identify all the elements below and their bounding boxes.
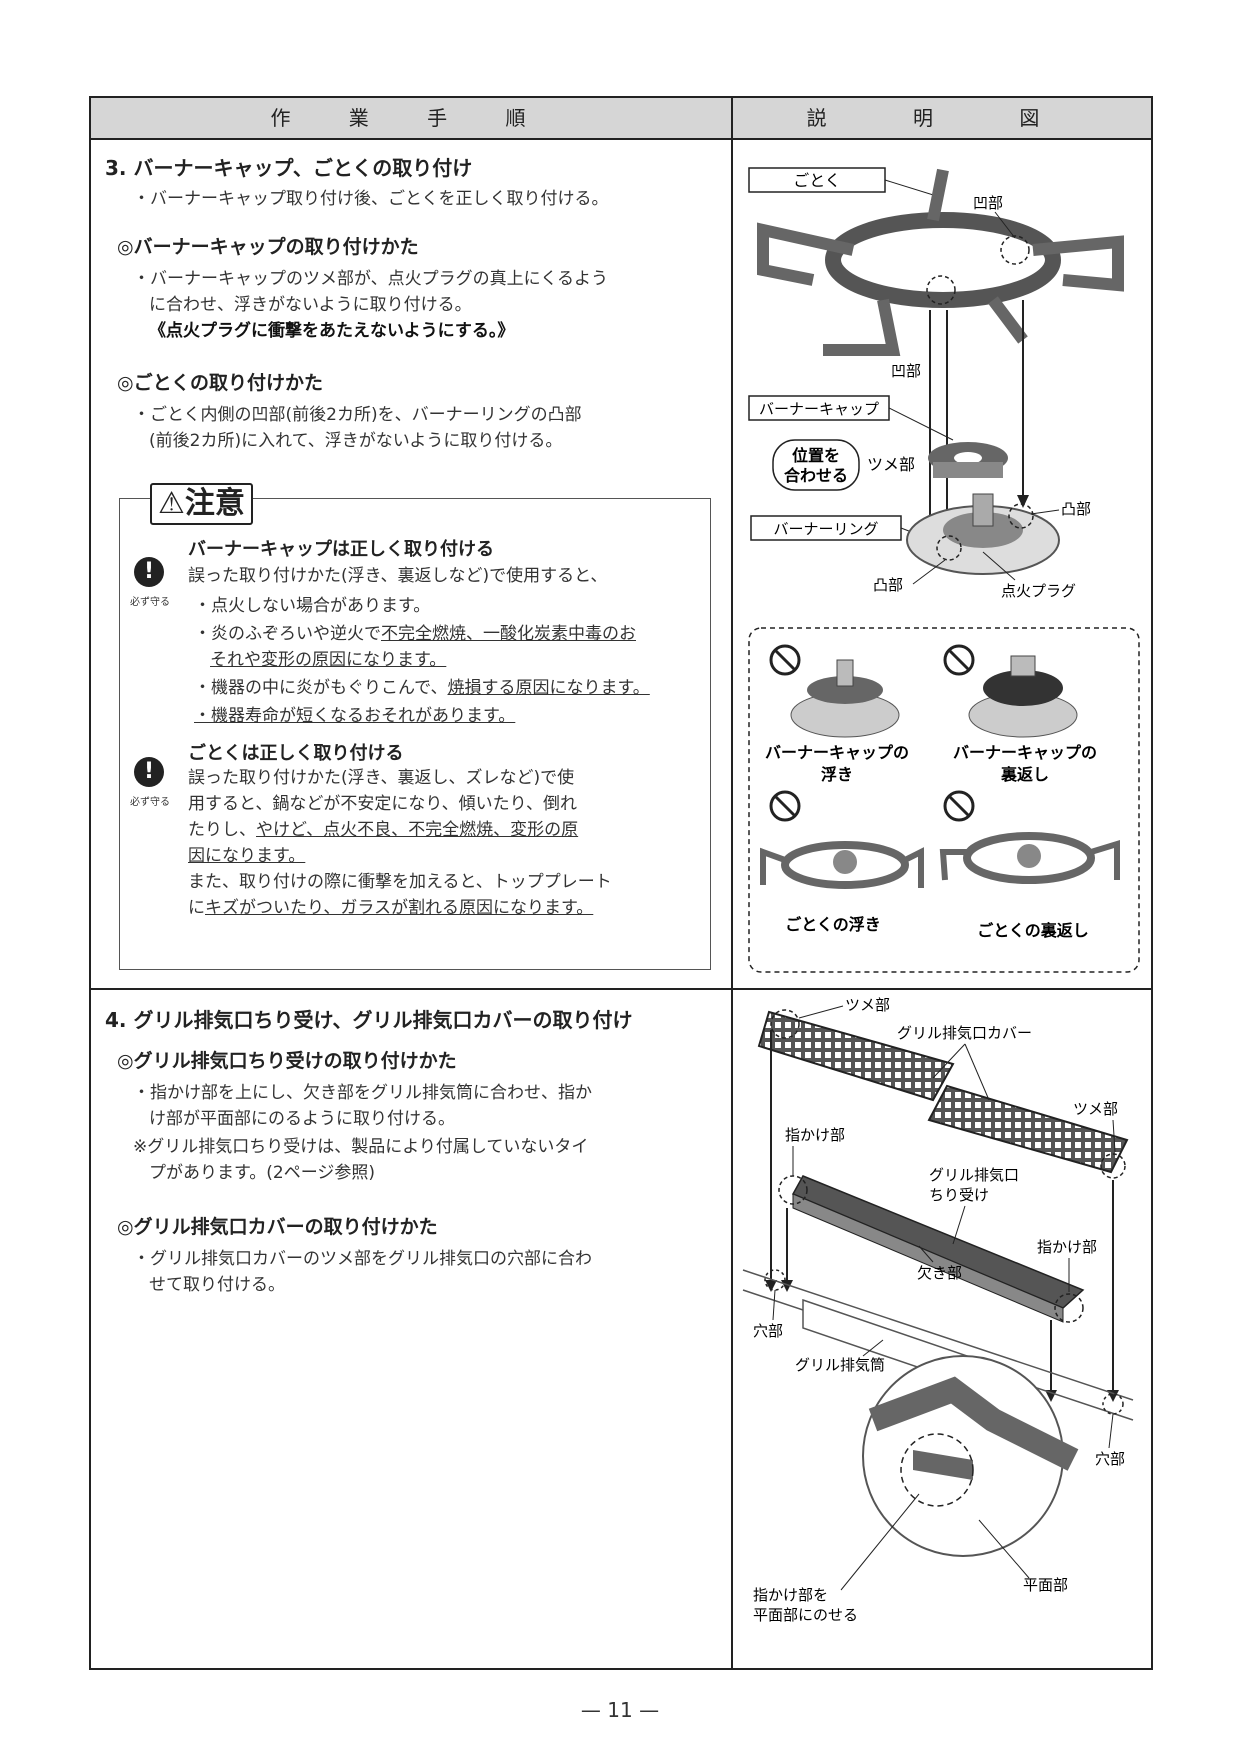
table-header: 作 業 手 順 説 明 図 <box>91 98 1151 140</box>
label-tsume: ツメ部 <box>867 455 915 474</box>
label-kaki: 欠き部 <box>917 1264 962 1282</box>
label-plug: 点火プラグ <box>1001 582 1076 600</box>
wrong-gotoku-upside-down <box>939 790 1120 884</box>
label-chiri-2: ちり受け <box>929 1186 989 1204</box>
label-wrong4: ごとくの裏返し <box>977 921 1089 940</box>
wrong-cap-float <box>769 644 900 738</box>
caution2-line2: 用すると、鍋などが不安定になり、傾いたり、倒れ <box>188 794 577 814</box>
label-place-1: 指かけ部を <box>753 1586 828 1604</box>
label-cover: グリル排気口カバー <box>897 1024 1032 1042</box>
prohibited-icon <box>769 644 801 676</box>
page-number: — 11 — <box>580 1698 660 1722</box>
label-tsume-top: ツメ部 <box>845 996 890 1014</box>
wrong-cap-upside-down <box>943 644 1078 738</box>
caution1-heading: バーナーキャップは正しく取り付ける <box>188 539 494 560</box>
cap-heading: ◎バーナーキャップの取り付けかた <box>117 236 419 258</box>
label-gotoku: ごとく <box>793 171 841 190</box>
cap-line-2: に合わせ、浮きがないように取り付ける。 <box>149 295 472 315</box>
label-yubikake-left: 指かけ部 <box>785 1126 845 1144</box>
prohibited-icon <box>943 644 975 676</box>
must-icon: ! <box>134 757 164 787</box>
label-align-2: 合わせる <box>784 466 848 485</box>
label-align-1: 位置を <box>792 446 840 465</box>
chiri-line-2: け部が平面部にのるように取り付ける。 <box>149 1109 455 1129</box>
caution2-line4: 因になります。 <box>188 846 306 866</box>
must-icon: ! <box>134 557 164 587</box>
caution1-bullet2-cont: それや変形の原因になります。 <box>210 650 447 670</box>
cap-line-3: 《点火プラグに衝撃をあたえないようにする。》 <box>149 321 515 341</box>
label-ana-left: 穴部 <box>753 1322 783 1340</box>
caution2-line5: また、取り付けの際に衝撃を加えると、トッププレート <box>188 872 612 892</box>
cap-line-1: ・バーナーキャップのツメ部が、点火プラグの真上にくるよう <box>133 269 608 289</box>
label-tsume-right: ツメ部 <box>1073 1100 1118 1118</box>
label-ou-top: 凹部 <box>973 194 1003 212</box>
label-totsu-left: 凸部 <box>873 576 903 594</box>
label-heimen: 平面部 <box>1023 1576 1068 1594</box>
label-burner-cap: バーナーキャップ <box>759 400 879 418</box>
note-line-1: ※グリル排気口ちり受けは、製品により付属していないタイ <box>133 1137 589 1157</box>
gotoku-line-2: (前後2カ所)に入れて、浮きがないように取り付ける。 <box>149 431 563 451</box>
burner-ring-illustration <box>906 493 1060 575</box>
label-wrong2a: バーナーキャップの <box>953 743 1097 762</box>
label-place-2: 平面部にのせる <box>753 1606 858 1624</box>
cover-heading: ◎グリル排気口カバーの取り付けかた <box>117 1216 438 1238</box>
chiri-line-1: ・指かけ部を上にし、欠き部をグリル排気筒に合わせ、指か <box>133 1083 592 1103</box>
label-wrong1a: バーナーキャップの <box>765 743 909 762</box>
burner-diagram: ごとく 凹部 凹部 バーナーキャップ 位置を <box>748 167 1140 973</box>
procedure-table: 作 業 手 順 説 明 図 3. バーナーキャップ、ごとくの取り付け ・バーナー… <box>89 96 1153 1670</box>
label-totsu-right: 凸部 <box>1061 500 1091 518</box>
section3-title: 3. バーナーキャップ、ごとくの取り付け <box>105 156 473 180</box>
label-chiri-1: グリル排気口 <box>929 1166 1019 1184</box>
gotoku-line-1: ・ごとく内側の凹部(前後2カ所)を、バーナーリングの凸部 <box>133 405 582 425</box>
section4-title: 4. グリル排気口ちり受け、グリル排気口カバーの取り付け <box>105 1008 633 1032</box>
caution-title: ⚠注意 <box>150 483 253 525</box>
label-burner-ring: バーナーリング <box>773 520 878 538</box>
row-divider <box>91 988 1151 990</box>
caution2-line1: 誤った取り付けかた(浮き、裏返し、ズレなど)で使 <box>188 768 575 788</box>
label-ana-right: 穴部 <box>1095 1450 1125 1468</box>
must-label: 必ず守る <box>130 797 170 808</box>
label-wrong2b: 裏返し <box>1000 765 1049 784</box>
caution1-line1: 誤った取り付けかた(浮き、裏返しなど)で使用すると、 <box>188 566 608 586</box>
column-divider <box>731 98 733 1668</box>
section3-intro: ・バーナーキャップ取り付け後、ごとくを正しく取り付ける。 <box>133 189 609 209</box>
prohibited-icon <box>769 790 801 822</box>
wrong-gotoku-float <box>760 790 924 889</box>
chiri-heading: ◎グリル排気口ちり受けの取り付けかた <box>117 1050 457 1072</box>
must-label: 必ず守る <box>130 597 170 608</box>
prohibited-icon <box>943 790 975 822</box>
header-illustration: 説 明 図 <box>806 106 1080 130</box>
cover-line-2: せて取り付ける。 <box>149 1275 285 1295</box>
cover-line-1: ・グリル排気口カバーのツメ部をグリル排気口の穴部に合わ <box>133 1249 592 1269</box>
gotoku-heading: ◎ごとくの取り付けかた <box>117 372 324 394</box>
note-line-2: プがあります。(2ページ参照) <box>149 1163 376 1183</box>
caution2-line3: たりし、やけど、点火不良、不完全燃焼、変形の原 <box>188 820 579 840</box>
label-tsutsu: グリル排気筒 <box>795 1356 885 1374</box>
caution1-bullet2: ・炎のふぞろいや逆火で不完全燃焼、一酸化炭素中毒のお <box>194 624 636 644</box>
cover-right <box>927 1084 1129 1174</box>
header-procedure: 作 業 手 順 <box>270 106 552 130</box>
caution1-bullet3: ・機器の中に炎がもぐりこんで、焼損する原因になります。 <box>194 678 650 698</box>
caution1-bullet4: ・機器寿命が短くなるおそれがあります。 <box>194 706 516 726</box>
cover-left <box>757 1010 955 1102</box>
gotoku-illustration <box>757 168 1124 356</box>
label-wrong3: ごとくの浮き <box>785 915 881 934</box>
burner-cap-illustration <box>928 442 1008 478</box>
label-wrong1b: 浮き <box>821 765 853 784</box>
label-ou-bottom: 凹部 <box>891 362 921 380</box>
label-yubikake-right: 指かけ部 <box>1037 1238 1097 1256</box>
grill-exhaust-diagram: ツメ部 グリル排気口カバー ツメ部 指かけ部 グリル排気口 ちり受け 指かけ部 … <box>742 996 1134 1624</box>
caution-box: ⚠注意 ! 必ず守る バーナーキャップは正しく取り付ける 誤った取り付けかた(浮… <box>119 483 711 970</box>
caution1-bullet1: ・点火しない場合があります。 <box>194 596 431 616</box>
caution2-line6: にキズがついたり、ガラスが割れる原因になります。 <box>188 898 594 918</box>
caution2-heading: ごとくは正しく取り付ける <box>188 743 404 764</box>
